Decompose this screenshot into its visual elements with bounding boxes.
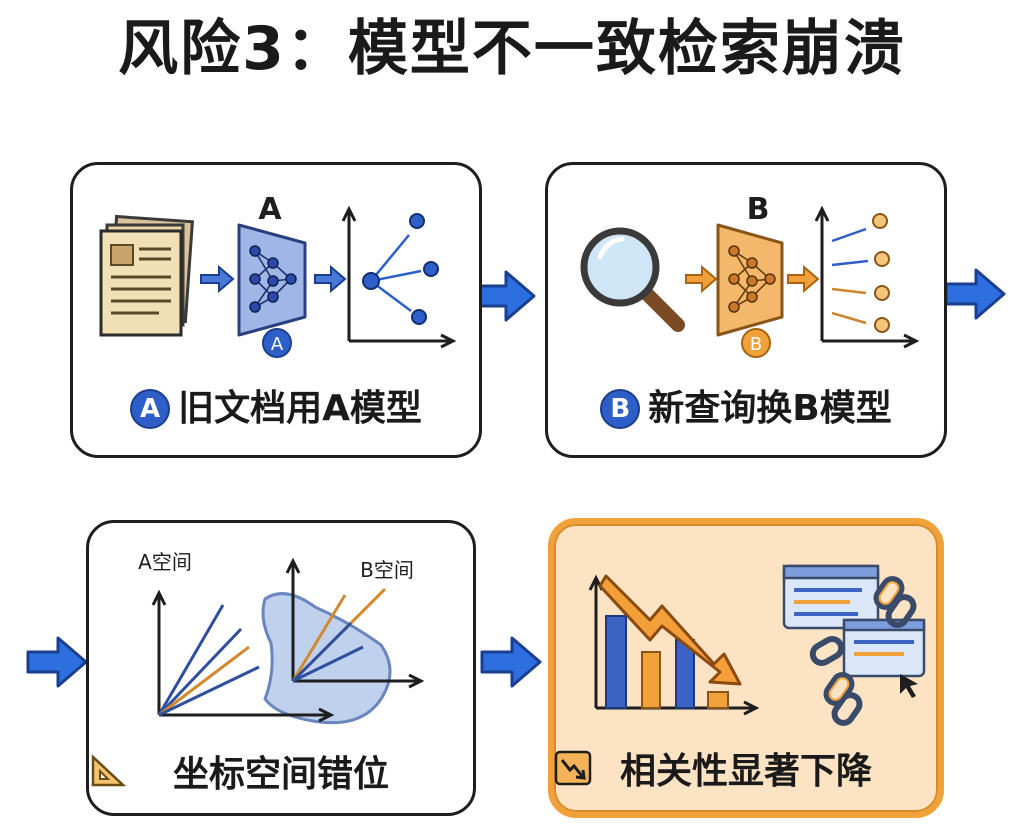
neural-network-icon bbox=[237, 223, 307, 337]
panel-2-illustration: B B bbox=[580, 192, 920, 358]
model-badge: A bbox=[271, 334, 284, 355]
caption-text: 相关性显著下降 bbox=[619, 751, 872, 792]
caption-badge: A bbox=[130, 389, 171, 429]
space-b-label: B空间 bbox=[360, 558, 414, 582]
caption-text: 坐标空间错位 bbox=[172, 754, 389, 795]
panel-caption: 相关性显著下降 bbox=[554, 750, 938, 794]
right-arrow-icon bbox=[26, 636, 88, 688]
model-badge: B bbox=[750, 334, 762, 355]
neural-network-icon bbox=[716, 223, 784, 337]
panel-relevance-drop: 相关性显著下降 bbox=[548, 518, 944, 818]
documents-icon bbox=[99, 214, 194, 337]
panel-caption: 坐标空间错位 bbox=[89, 753, 473, 797]
caption-badge: B bbox=[600, 389, 641, 429]
browser-window-icon bbox=[782, 564, 926, 698]
right-arrow-icon bbox=[480, 636, 542, 688]
trend-down-icon bbox=[554, 750, 592, 786]
right-arrow-icon bbox=[944, 268, 1006, 320]
panel-4-illustration bbox=[588, 564, 926, 726]
panel-3-illustration: A空间 B空间 bbox=[138, 550, 425, 725]
misaligned-axes-icon bbox=[151, 557, 425, 725]
magnifier-icon bbox=[580, 227, 685, 332]
panel-space-misalignment: A空间 B空间 坐标空间错位 bbox=[86, 520, 476, 816]
set-square-icon bbox=[91, 754, 127, 787]
trend-down-icon bbox=[598, 574, 742, 686]
caption-text: 新查询换B模型 bbox=[648, 388, 892, 429]
caption-text: 旧文档用A模型 bbox=[178, 388, 422, 429]
page-title: 风险3：模型不一致检索崩溃 bbox=[118, 14, 906, 84]
model-label: B bbox=[747, 192, 770, 227]
panel-1-illustration: A A bbox=[99, 192, 457, 358]
broken-link-icon bbox=[809, 576, 917, 726]
vector-space-icon bbox=[814, 205, 920, 349]
vector-space-icon bbox=[341, 205, 457, 349]
space-a-label: A空间 bbox=[138, 550, 192, 574]
model-label: A bbox=[258, 192, 282, 227]
bar-chart-icon bbox=[588, 574, 760, 716]
